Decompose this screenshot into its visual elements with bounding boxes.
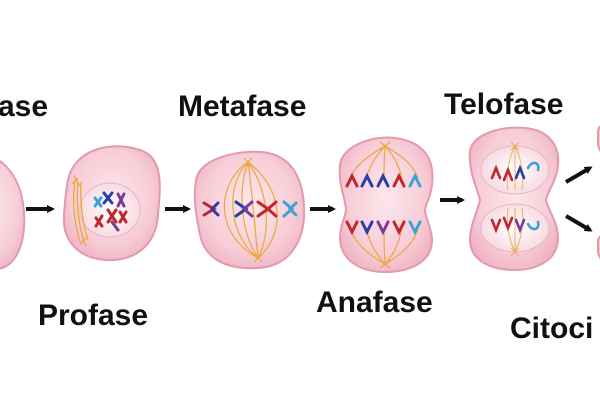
interfase-cell bbox=[0, 160, 26, 270]
label-interfase: ase bbox=[0, 90, 48, 123]
label-metafase: Metafase bbox=[178, 90, 306, 123]
profase-centrosome bbox=[71, 175, 89, 247]
label-anafase: Anafase bbox=[316, 286, 433, 319]
telofase-cell bbox=[468, 126, 560, 272]
metafase-chromosomes bbox=[202, 200, 298, 218]
anafase-spindle bbox=[349, 141, 419, 269]
metafase-cell bbox=[193, 150, 306, 270]
label-telofase: Telofase bbox=[444, 88, 564, 121]
arrow-6 bbox=[564, 214, 593, 232]
label-citocinese: Citoci bbox=[510, 312, 593, 345]
label-profase: Profase bbox=[38, 299, 148, 332]
telofase-chromosomes bbox=[490, 161, 540, 234]
anafase-chromosomes bbox=[345, 172, 422, 236]
arrow-5 bbox=[564, 166, 593, 184]
profase-cell bbox=[62, 145, 161, 262]
anafase-cell bbox=[338, 136, 434, 274]
profase-chromosomes bbox=[93, 191, 128, 232]
